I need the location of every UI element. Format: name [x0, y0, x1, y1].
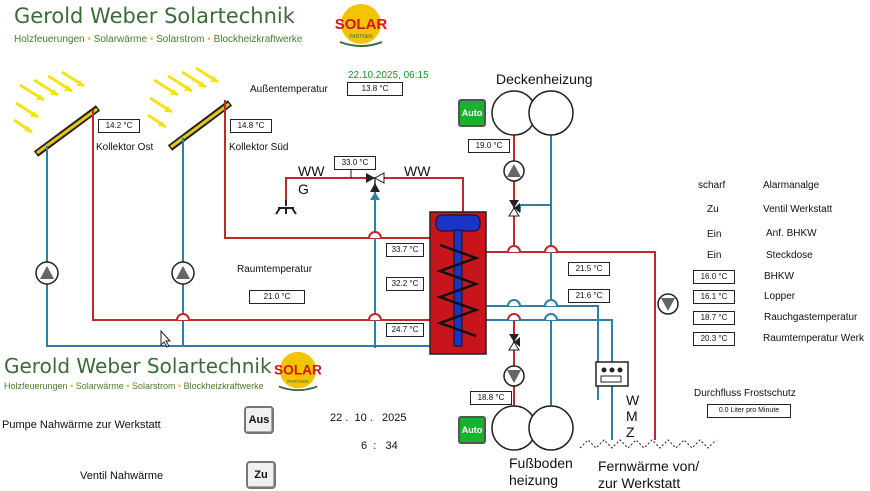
pumpe-aus-button[interactable]: Aus: [244, 406, 274, 434]
pump-sued-icon: [171, 261, 195, 285]
svg-text:PARTNER: PARTNER: [287, 379, 309, 384]
status-bhkw-name: Anf. BHKW: [766, 228, 817, 239]
status-steckdose-state: Ein: [707, 250, 722, 261]
pump-decke-icon: [503, 160, 525, 182]
ww-g-label: G: [298, 181, 309, 197]
ww-temp-value: 33.0 °C: [334, 156, 376, 170]
company-name: Gerold Weber Solartechnik: [14, 4, 295, 28]
wmz-meter-icon: [595, 361, 629, 387]
deckenheizung-label: Deckenheizung: [496, 71, 593, 87]
collector-sued-value: 14.8 °C: [230, 119, 272, 133]
fernwaerme-ground-line: [579, 439, 717, 449]
aussentemp-label: Außentemperatur: [250, 84, 328, 95]
collector-ost-value: 14.2 °C: [98, 119, 140, 133]
bhkw-temp-label: BHKW: [764, 271, 794, 282]
durchfluss-label: Durchfluss Frostschutz: [694, 388, 796, 399]
sun-ray-tips-sued: [158, 76, 218, 127]
fussboden-label-1: Fußboden: [509, 455, 573, 471]
wmz-letter-w: W: [626, 392, 640, 408]
bhkw-temp-value: 16.0 °C: [693, 270, 735, 284]
fussboden-temp-value: 18.8 °C: [470, 391, 512, 405]
shower-head-icon: [275, 200, 297, 215]
deckenheizung-auto-button[interactable]: Auto: [458, 99, 486, 127]
status-ventil-name: Ventil Werkstatt: [763, 204, 833, 215]
status-alarm-name: Alarmanalge: [763, 180, 820, 191]
storage-tank: [429, 211, 487, 355]
company-name-lower: Gerold Weber Solartechnik: [4, 354, 272, 378]
tank-middle-temp: 32.2 °C: [386, 277, 424, 291]
status-bhkw-state: Ein: [707, 229, 722, 240]
collector-sued-panel: [167, 100, 233, 151]
status-steckdose-name: Steckdose: [766, 250, 813, 261]
raumtemp-value: 21.0 °C: [249, 290, 305, 304]
lopper-temp-value: 16.1 °C: [693, 290, 735, 304]
deckenheizung-temp-value: 19.0 °C: [468, 139, 510, 153]
raumtemp-label: Raumtemperatur: [237, 264, 313, 275]
ventil-nahwaerme-label: Ventil Nahwärme: [80, 470, 164, 482]
fernwaerme-label-1: Fernwärme von/: [598, 458, 700, 474]
pumpe-nahwaerme-label: Pumpe Nahwärme zur Werkstatt: [2, 419, 161, 431]
raumtemp-werk-label: Raumtemperatur Werk: [763, 333, 864, 344]
rauchgas-temp-value: 18.7 °C: [693, 311, 735, 325]
mouse-cursor-icon: [160, 329, 172, 348]
wmz-letter-z: Z: [626, 424, 635, 440]
wmz-letter-m: M: [626, 408, 638, 424]
fussboden-label-2: heizung: [509, 472, 559, 488]
ventil-zu-button[interactable]: Zu: [246, 461, 276, 489]
company-tagline-lower: Holzfeuerungen • Solarwärme • Solarstrom…: [4, 381, 264, 391]
sun-ray-tips-ost: [24, 80, 84, 132]
rauchgas-temp-label: Rauchgastemperatur: [764, 312, 858, 323]
tank-bottom-temp: 24.7 °C: [386, 323, 424, 337]
collector-ost-panel: [33, 105, 101, 157]
ww-right-label: WW: [404, 163, 431, 179]
current-datetime: 22.10.2025, 06:15: [348, 70, 429, 81]
return-temp-value: 21.6 °C: [568, 289, 610, 303]
collector-ost-label: Kollektor Ost: [96, 142, 154, 153]
svg-text:SOLAR: SOLAR: [335, 16, 388, 33]
deckenheizung-exchanger: [491, 90, 574, 136]
tank-top-temp: 33.7 °C: [386, 243, 424, 257]
fussboden-exchanger: [491, 405, 574, 451]
control-time: 6 : 34: [361, 440, 398, 452]
aussentemp-value: 13.8 °C: [347, 82, 403, 96]
status-alarm-state: scharf: [698, 180, 726, 191]
valve-decke-icon: [508, 200, 520, 217]
valve-fussboden-icon: [508, 334, 520, 351]
pump-ost-icon: [35, 261, 59, 285]
svg-text:SOLAR: SOLAR: [274, 363, 322, 378]
status-ventil-state: Zu: [707, 204, 719, 215]
control-date: 22 . 10 . 2025: [330, 412, 407, 424]
solar-partner-logo: SOLAR PARTNER: [330, 2, 392, 48]
ww-left-label: WW: [298, 163, 325, 179]
pump-fussboden-icon: [503, 365, 525, 387]
supply-temp-value: 21.5 °C: [568, 262, 610, 276]
fernwaerme-label-2: zur Werkstatt: [598, 475, 681, 491]
company-tagline: Holzfeuerungen • Solarwärme • Solarstrom…: [14, 34, 303, 45]
lopper-temp-label: Lopper: [764, 291, 796, 302]
flow-arrow-icon: [370, 192, 380, 200]
fussboden-auto-button[interactable]: Auto: [458, 416, 486, 444]
pump-fernwaerme-icon: [657, 293, 679, 315]
durchfluss-value: 0.0 Liter pro Minute: [707, 404, 791, 418]
raumtemp-werk-value: 20.3 °C: [693, 332, 735, 346]
ww-mixing-valve-icon: [350, 170, 385, 192]
svg-text:PARTNER: PARTNER: [349, 34, 373, 40]
solar-partner-logo-lower: SOLAR PARTNER: [268, 350, 328, 392]
collector-sued-label: Kollektor Süd: [229, 142, 289, 153]
